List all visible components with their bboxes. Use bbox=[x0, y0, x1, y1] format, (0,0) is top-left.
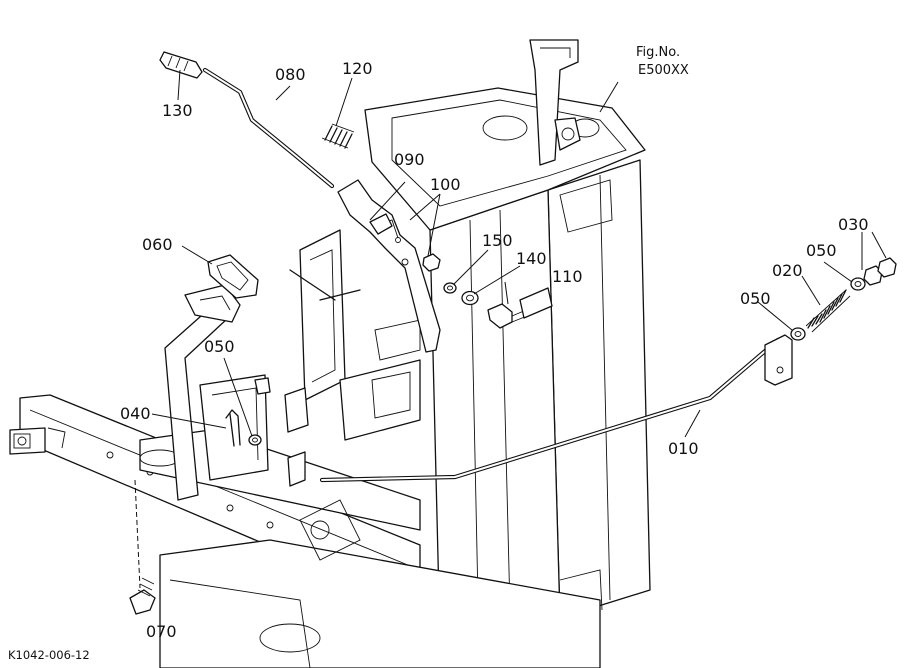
callout-080: 080 bbox=[275, 65, 306, 84]
callout-130: 130 bbox=[162, 101, 193, 120]
drawing-code: K1042-006-12 bbox=[8, 648, 90, 662]
callout-030: 030 bbox=[838, 215, 869, 234]
callout-labels: 010 020 030 040 050 050 050 060 070 080 … bbox=[120, 59, 869, 641]
callout-020: 020 bbox=[772, 261, 803, 280]
callout-150: 150 bbox=[482, 231, 513, 250]
callout-110: 110 bbox=[552, 267, 583, 286]
spring-assembly bbox=[764, 257, 897, 386]
callout-120: 120 bbox=[342, 59, 373, 78]
pedal-assembly bbox=[164, 254, 309, 501]
callout-070: 070 bbox=[146, 622, 177, 641]
callout-060: 060 bbox=[142, 235, 173, 254]
callout-090: 090 bbox=[394, 150, 425, 169]
column-structure bbox=[289, 39, 651, 641]
callout-010: 010 bbox=[668, 439, 699, 458]
callout-040: 040 bbox=[120, 404, 151, 423]
figure-label: Fig.No. bbox=[636, 45, 680, 60]
callout-050-pedal: 050 bbox=[204, 337, 235, 356]
callout-100: 100 bbox=[430, 175, 461, 194]
callout-140: 140 bbox=[516, 249, 547, 268]
callout-050-lower: 050 bbox=[740, 289, 771, 308]
frame-rail bbox=[9, 394, 603, 668]
leader-lines bbox=[134, 69, 887, 589]
bolt-070 bbox=[129, 577, 156, 615]
figure-number: E500XX bbox=[638, 63, 689, 78]
lever-assembly bbox=[159, 51, 553, 353]
callout-050-upper: 050 bbox=[806, 241, 837, 260]
